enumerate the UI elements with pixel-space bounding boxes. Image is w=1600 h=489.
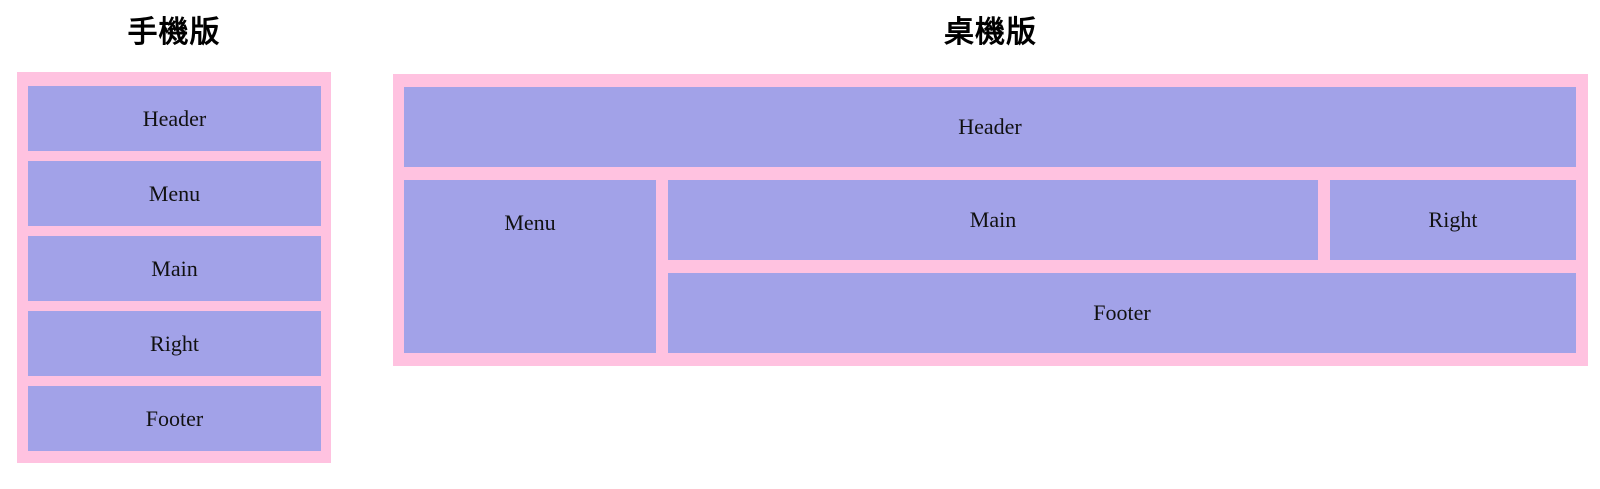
- mobile-menu-box: Menu: [28, 161, 321, 226]
- desktop-right-box: Right: [1330, 180, 1576, 260]
- desktop-footer-box: Footer: [668, 273, 1576, 353]
- mobile-main-box: Main: [28, 236, 321, 301]
- mobile-right-box: Right: [28, 311, 321, 376]
- mobile-layout-container: Header Menu Main Right Footer: [17, 72, 331, 463]
- desktop-menu-box: Menu: [404, 180, 656, 353]
- desktop-layout-container: Header Menu Main Right Footer: [393, 74, 1588, 366]
- mobile-version-title: 手機版: [127, 16, 221, 49]
- mobile-footer-box: Footer: [28, 386, 321, 451]
- desktop-main-box: Main: [668, 180, 1318, 260]
- desktop-version-title: 桌機版: [944, 16, 1037, 49]
- mobile-header-box: Header: [28, 86, 321, 151]
- desktop-header-box: Header: [404, 87, 1576, 167]
